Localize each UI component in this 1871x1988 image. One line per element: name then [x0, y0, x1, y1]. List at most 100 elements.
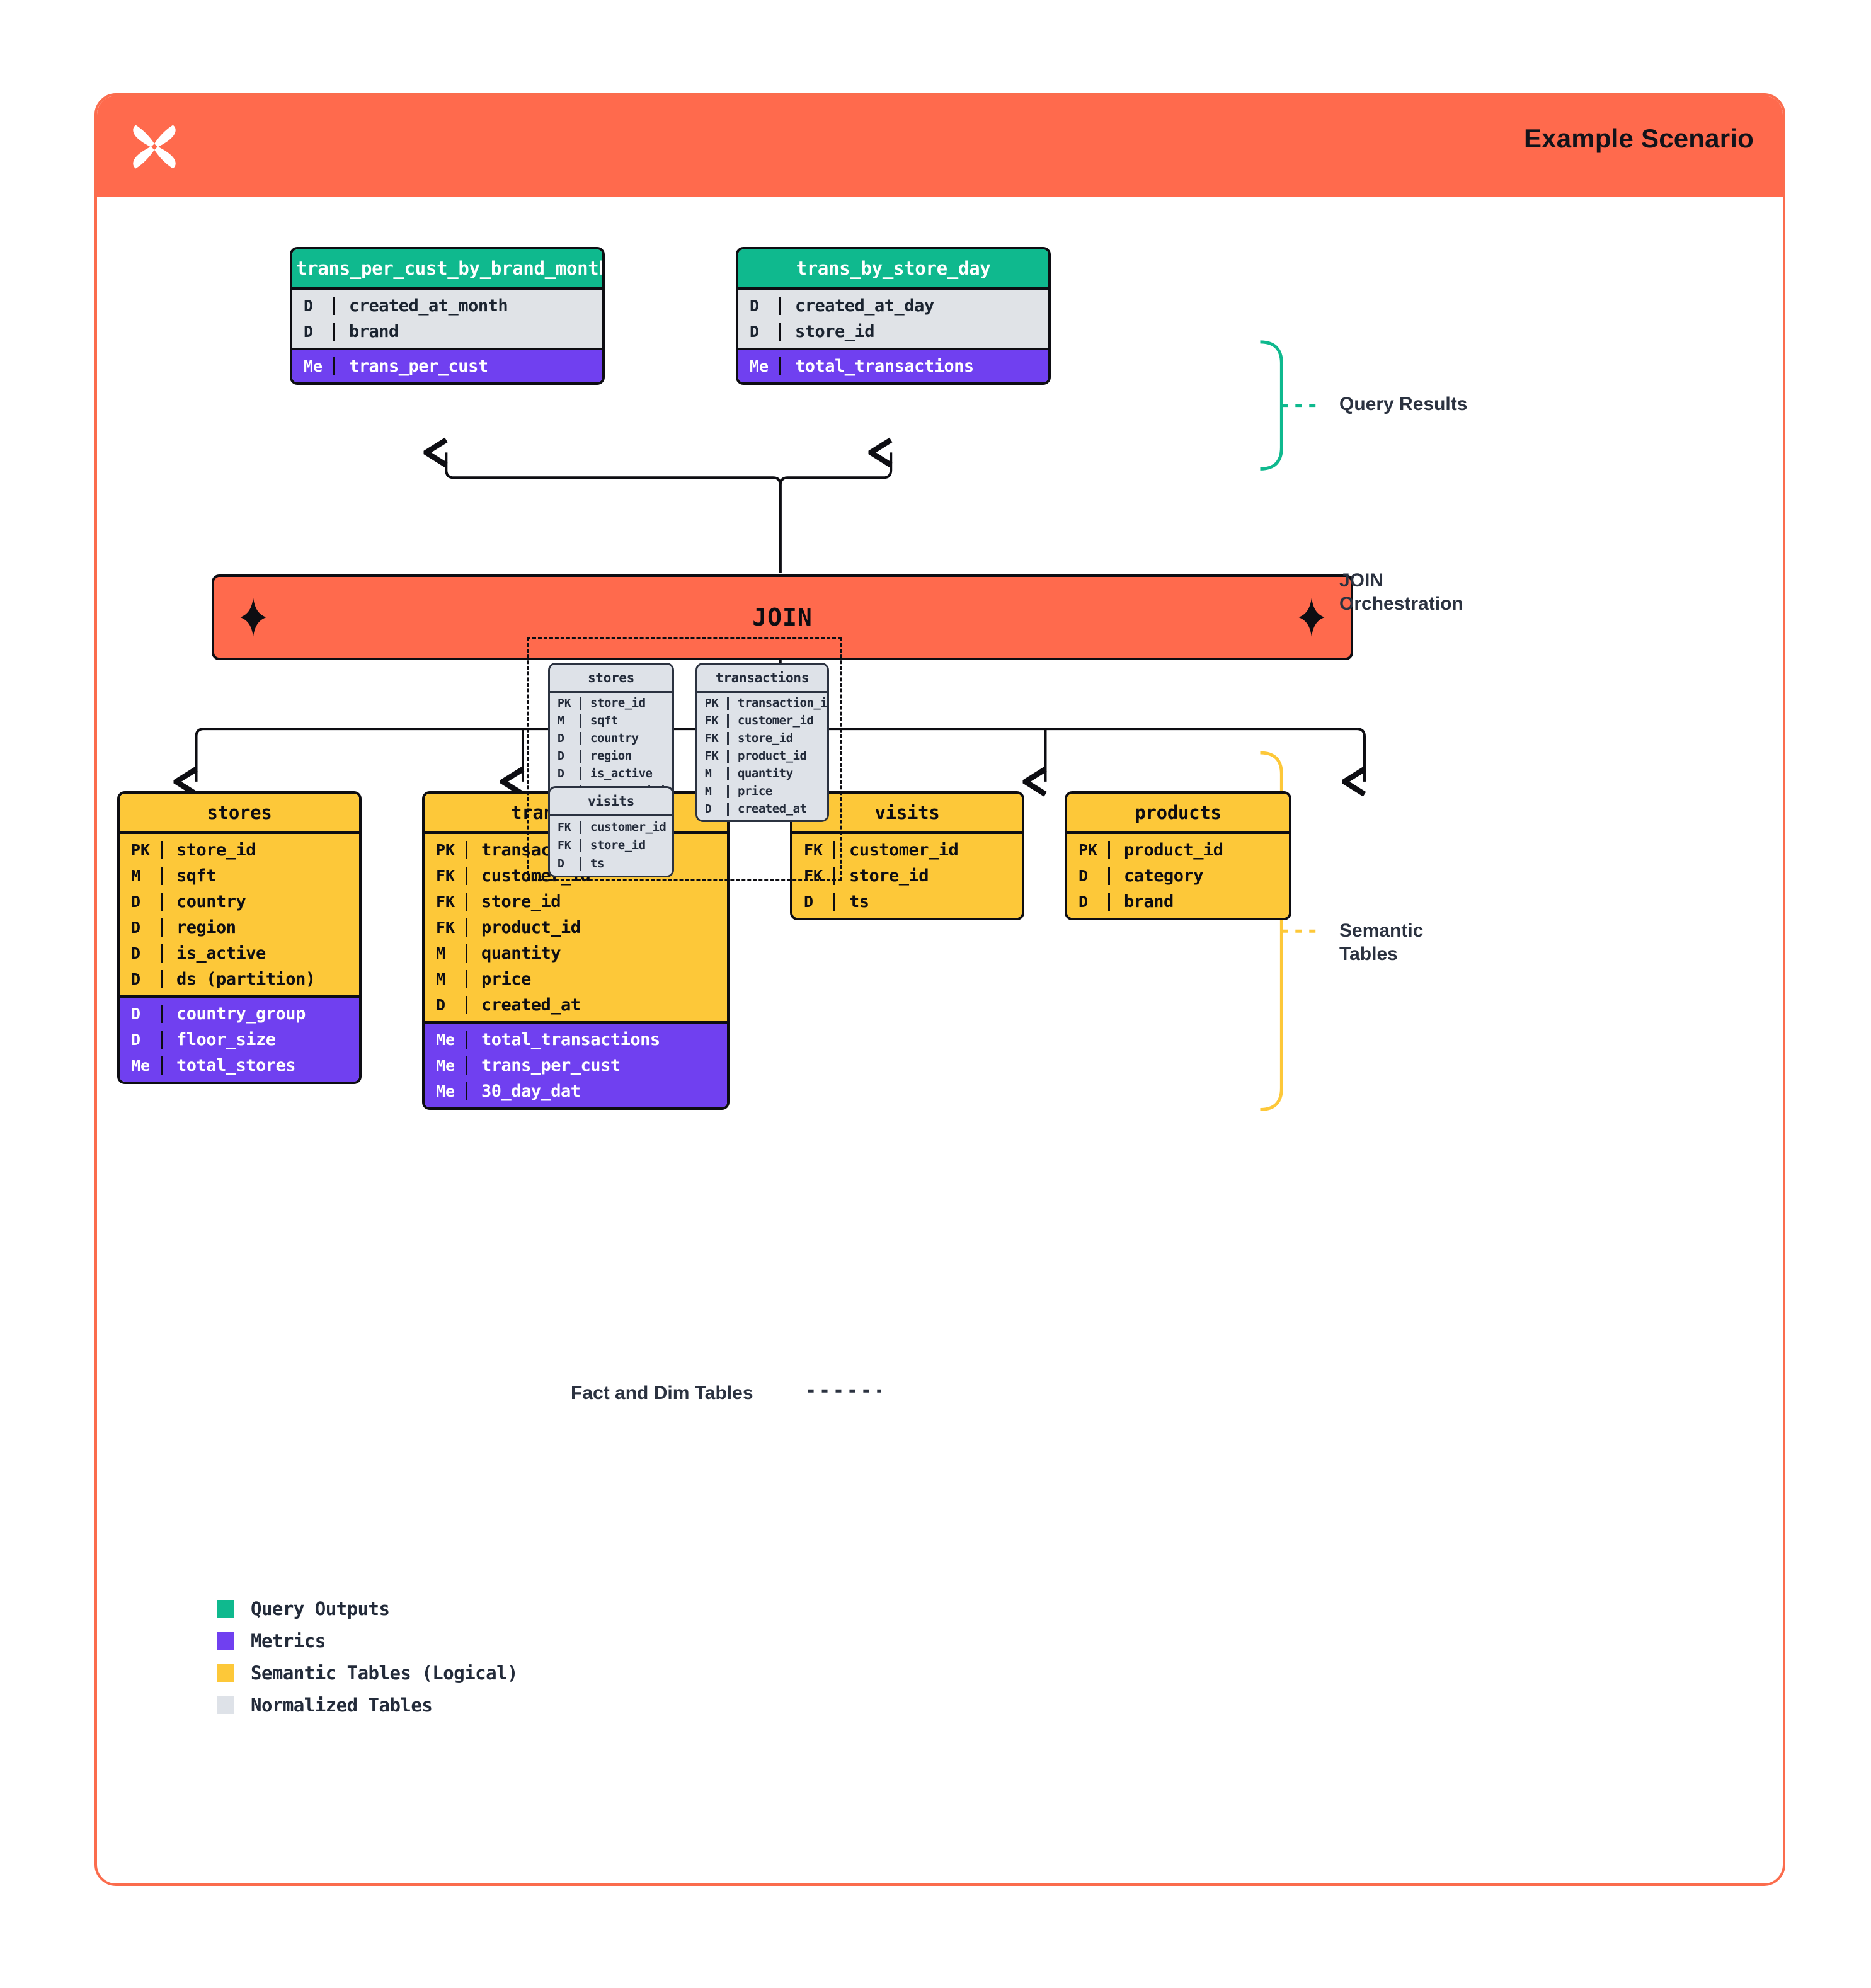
table-row: PK store_id	[550, 696, 672, 710]
row-field: region	[590, 749, 632, 763]
row-key: FK	[792, 867, 835, 885]
row-key: D	[550, 749, 581, 763]
row-key: Me	[425, 1031, 467, 1049]
join-orchestration-bar[interactable]: JOIN	[212, 574, 1353, 660]
annotation-join-orchestration: JOIN Orchestration	[1339, 569, 1463, 615]
row-key: D	[550, 767, 581, 780]
row-field: country	[590, 731, 639, 745]
row-key: M	[425, 944, 467, 963]
row-key: D	[792, 893, 835, 911]
table-row: FK store_id	[792, 866, 1022, 886]
row-field: 30_day_dat	[481, 1082, 581, 1101]
row-field: total_transactions	[795, 357, 974, 376]
legend-label: Normalized Tables	[251, 1694, 433, 1716]
table-title: trans_by_store_day	[738, 249, 1048, 290]
fact-dim-group-box	[527, 637, 842, 881]
row-key: D	[1067, 893, 1110, 911]
row-field: product_id	[1124, 840, 1223, 860]
row-field: store_id	[849, 866, 929, 886]
row-key: Me	[292, 357, 335, 375]
row-key: FK	[425, 918, 467, 937]
row-field: brand	[349, 322, 399, 341]
table-row: D created_at_month	[292, 296, 602, 316]
row-field: ts	[590, 857, 604, 871]
annotation-line-2: Tables	[1339, 943, 1398, 964]
legend-swatch-query-outputs	[217, 1600, 234, 1618]
row-key: D	[292, 297, 335, 315]
row-key: FK	[697, 749, 729, 763]
row-key: FK	[550, 838, 581, 852]
row-field: price	[738, 784, 772, 798]
legend-swatch-normalized	[217, 1696, 234, 1714]
row-key: PK	[697, 696, 729, 710]
row-field: store_id	[590, 838, 646, 852]
query-result-table-1[interactable]: trans_by_store_day D created_at_day D st…	[736, 247, 1051, 385]
row-key: FK	[792, 841, 835, 859]
legend-item: Semantic Tables (Logical)	[217, 1662, 518, 1684]
card-titlebar: Example Scenario	[97, 96, 1783, 197]
row-key: PK	[425, 841, 467, 859]
scenario-card: Example Scenario trans_per_cust	[94, 93, 1785, 1886]
row-key: D	[120, 918, 163, 937]
row-key: D	[550, 857, 581, 871]
legend-label: Semantic Tables (Logical)	[251, 1662, 518, 1684]
row-key: Me	[425, 1082, 467, 1100]
row-field: quantity	[738, 767, 793, 780]
legend-label: Metrics	[251, 1630, 326, 1652]
row-key: Me	[120, 1056, 163, 1075]
row-field: customer_id	[590, 820, 667, 834]
row-key: PK	[550, 696, 581, 710]
table-row: D brand	[292, 322, 602, 341]
annotation-fact-and-dim: Fact and Dim Tables	[571, 1383, 753, 1403]
legend-swatch-semantic	[217, 1664, 234, 1682]
row-key: D	[120, 1031, 163, 1049]
row-key: FK	[697, 731, 729, 745]
row-field: ds (partition)	[176, 969, 316, 989]
row-key: D	[120, 970, 163, 988]
metric-group: Me trans_per_cust	[292, 348, 602, 382]
annotation-line-2: Orchestration	[1339, 593, 1463, 614]
table-row: Me trans_per_cust	[425, 1056, 727, 1075]
row-key: D	[292, 323, 335, 341]
row-key: Me	[425, 1056, 467, 1075]
sparkle-icon	[1298, 598, 1325, 637]
row-field: trans_per_cust	[481, 1056, 621, 1075]
row-field: customer_id	[849, 840, 959, 860]
row-field: created_at_month	[349, 296, 508, 316]
table-title: trans_per_cust_by_brand_month	[292, 249, 602, 290]
query-result-table-0[interactable]: trans_per_cust_by_brand_month D created_…	[290, 247, 605, 385]
row-key: Me	[738, 357, 781, 375]
row-field: category	[1124, 866, 1204, 886]
row-field: store_id	[590, 696, 646, 710]
row-key: FK	[425, 893, 467, 911]
row-key: FK	[425, 867, 467, 885]
